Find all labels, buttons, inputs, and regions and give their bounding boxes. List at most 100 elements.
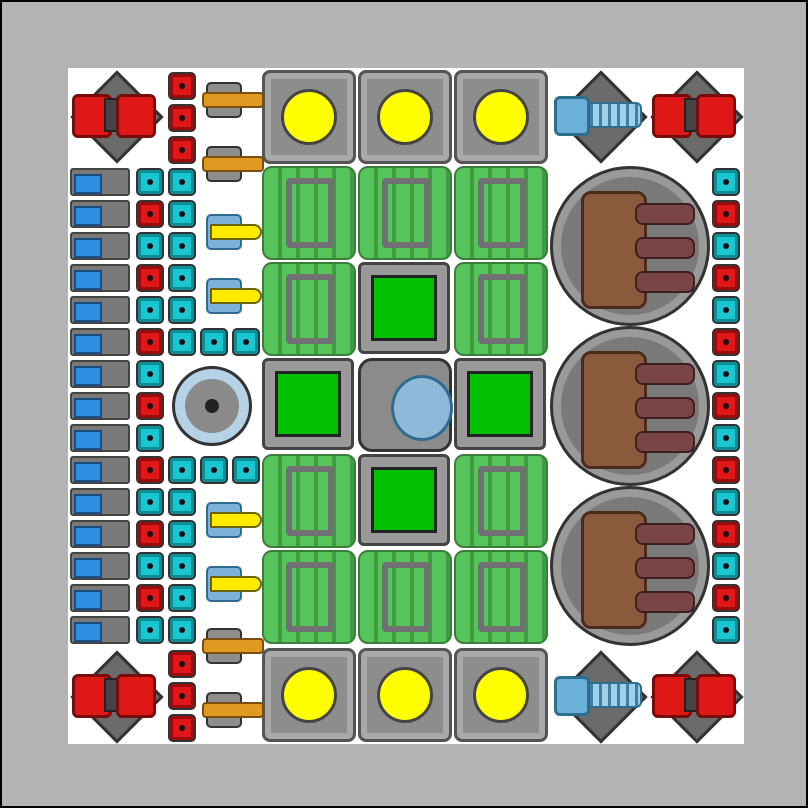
- socket-icon[interactable]: [712, 328, 740, 356]
- socket-icon[interactable]: [712, 168, 740, 196]
- green-battery-module[interactable]: [358, 166, 452, 260]
- socket-icon[interactable]: [712, 456, 740, 484]
- blue-thruster-module[interactable]: [70, 392, 130, 420]
- socket-icon[interactable]: [712, 552, 740, 580]
- socket-icon[interactable]: [168, 584, 196, 612]
- socket-icon[interactable]: [712, 488, 740, 516]
- round-engine-module[interactable]: [172, 366, 252, 446]
- small-orange-gun[interactable]: [202, 624, 264, 664]
- socket-icon[interactable]: [168, 264, 196, 292]
- small-yellow-gun[interactable]: [202, 498, 262, 538]
- socket-icon[interactable]: [232, 328, 260, 356]
- small-yellow-gun[interactable]: [202, 562, 262, 602]
- socket-icon[interactable]: [712, 360, 740, 388]
- blue-thruster-module[interactable]: [70, 616, 130, 644]
- socket-icon[interactable]: [136, 264, 164, 292]
- green-battery-module[interactable]: [454, 166, 548, 260]
- socket-icon[interactable]: [712, 584, 740, 612]
- socket-icon[interactable]: [168, 714, 196, 742]
- socket-icon[interactable]: [136, 552, 164, 580]
- blue-thruster-module[interactable]: [70, 488, 130, 516]
- yellow-reactor-module[interactable]: [262, 70, 356, 164]
- socket-icon[interactable]: [168, 168, 196, 196]
- blue-thruster-module[interactable]: [70, 168, 130, 196]
- blue-thruster-module[interactable]: [70, 584, 130, 612]
- small-orange-gun[interactable]: [202, 78, 264, 118]
- small-orange-gun[interactable]: [202, 142, 264, 182]
- blue-thruster-module[interactable]: [70, 424, 130, 452]
- socket-icon[interactable]: [712, 616, 740, 644]
- socket-icon[interactable]: [712, 232, 740, 260]
- brown-triple-turret[interactable]: [550, 166, 710, 326]
- socket-icon[interactable]: [136, 616, 164, 644]
- blue-thruster-module[interactable]: [70, 232, 130, 260]
- socket-icon[interactable]: [168, 552, 196, 580]
- yellow-reactor-module[interactable]: [454, 648, 548, 742]
- brown-triple-turret[interactable]: [550, 326, 710, 486]
- green-battery-module[interactable]: [262, 262, 356, 356]
- cockpit-core-module[interactable]: [358, 358, 453, 452]
- blue-coil-cannon-top[interactable]: [552, 68, 648, 164]
- green-battery-module[interactable]: [454, 550, 548, 644]
- blue-thruster-module[interactable]: [70, 264, 130, 292]
- green-battery-module[interactable]: [358, 550, 452, 644]
- socket-icon[interactable]: [136, 296, 164, 324]
- blue-thruster-module[interactable]: [70, 456, 130, 484]
- socket-icon[interactable]: [136, 424, 164, 452]
- blue-coil-cannon-bottom[interactable]: [552, 648, 648, 744]
- corner-red-gun-top-right[interactable]: [648, 68, 744, 164]
- yellow-reactor-module[interactable]: [358, 648, 452, 742]
- socket-icon[interactable]: [168, 232, 196, 260]
- socket-icon[interactable]: [168, 456, 196, 484]
- green-shield-module[interactable]: [358, 262, 450, 354]
- socket-icon[interactable]: [200, 328, 228, 356]
- green-battery-module[interactable]: [262, 166, 356, 260]
- socket-icon[interactable]: [136, 200, 164, 228]
- socket-icon[interactable]: [168, 488, 196, 516]
- socket-icon[interactable]: [712, 200, 740, 228]
- socket-icon[interactable]: [168, 328, 196, 356]
- socket-icon[interactable]: [168, 136, 196, 164]
- socket-icon[interactable]: [136, 232, 164, 260]
- green-shield-module[interactable]: [358, 454, 450, 546]
- green-battery-module[interactable]: [262, 550, 356, 644]
- green-battery-module[interactable]: [262, 454, 356, 548]
- socket-icon[interactable]: [136, 456, 164, 484]
- blue-thruster-module[interactable]: [70, 552, 130, 580]
- blue-thruster-module[interactable]: [70, 520, 130, 548]
- socket-icon[interactable]: [136, 392, 164, 420]
- socket-icon[interactable]: [712, 264, 740, 292]
- socket-icon[interactable]: [168, 650, 196, 678]
- yellow-reactor-module[interactable]: [358, 70, 452, 164]
- green-battery-module[interactable]: [454, 454, 548, 548]
- yellow-reactor-module[interactable]: [262, 648, 356, 742]
- blue-thruster-module[interactable]: [70, 328, 130, 356]
- socket-icon[interactable]: [136, 520, 164, 548]
- socket-icon[interactable]: [712, 296, 740, 324]
- corner-red-gun-top-left[interactable]: [68, 68, 164, 164]
- socket-icon[interactable]: [712, 392, 740, 420]
- yellow-reactor-module[interactable]: [454, 70, 548, 164]
- socket-icon[interactable]: [168, 682, 196, 710]
- small-yellow-gun[interactable]: [202, 274, 262, 314]
- small-yellow-gun[interactable]: [202, 210, 262, 250]
- small-orange-gun[interactable]: [202, 688, 264, 728]
- green-battery-module[interactable]: [454, 262, 548, 356]
- socket-icon[interactable]: [136, 328, 164, 356]
- blue-thruster-module[interactable]: [70, 296, 130, 324]
- brown-triple-turret[interactable]: [550, 486, 710, 646]
- socket-icon[interactable]: [168, 520, 196, 548]
- socket-icon[interactable]: [168, 72, 196, 100]
- socket-icon[interactable]: [168, 200, 196, 228]
- green-shield-module[interactable]: [262, 358, 354, 450]
- socket-icon[interactable]: [168, 104, 196, 132]
- socket-icon[interactable]: [232, 456, 260, 484]
- socket-icon[interactable]: [136, 584, 164, 612]
- corner-red-gun-bottom-left[interactable]: [68, 648, 164, 744]
- green-shield-module[interactable]: [454, 358, 546, 450]
- socket-icon[interactable]: [136, 168, 164, 196]
- socket-icon[interactable]: [168, 616, 196, 644]
- blue-thruster-module[interactable]: [70, 200, 130, 228]
- corner-red-gun-bottom-right[interactable]: [648, 648, 744, 744]
- socket-icon[interactable]: [136, 360, 164, 388]
